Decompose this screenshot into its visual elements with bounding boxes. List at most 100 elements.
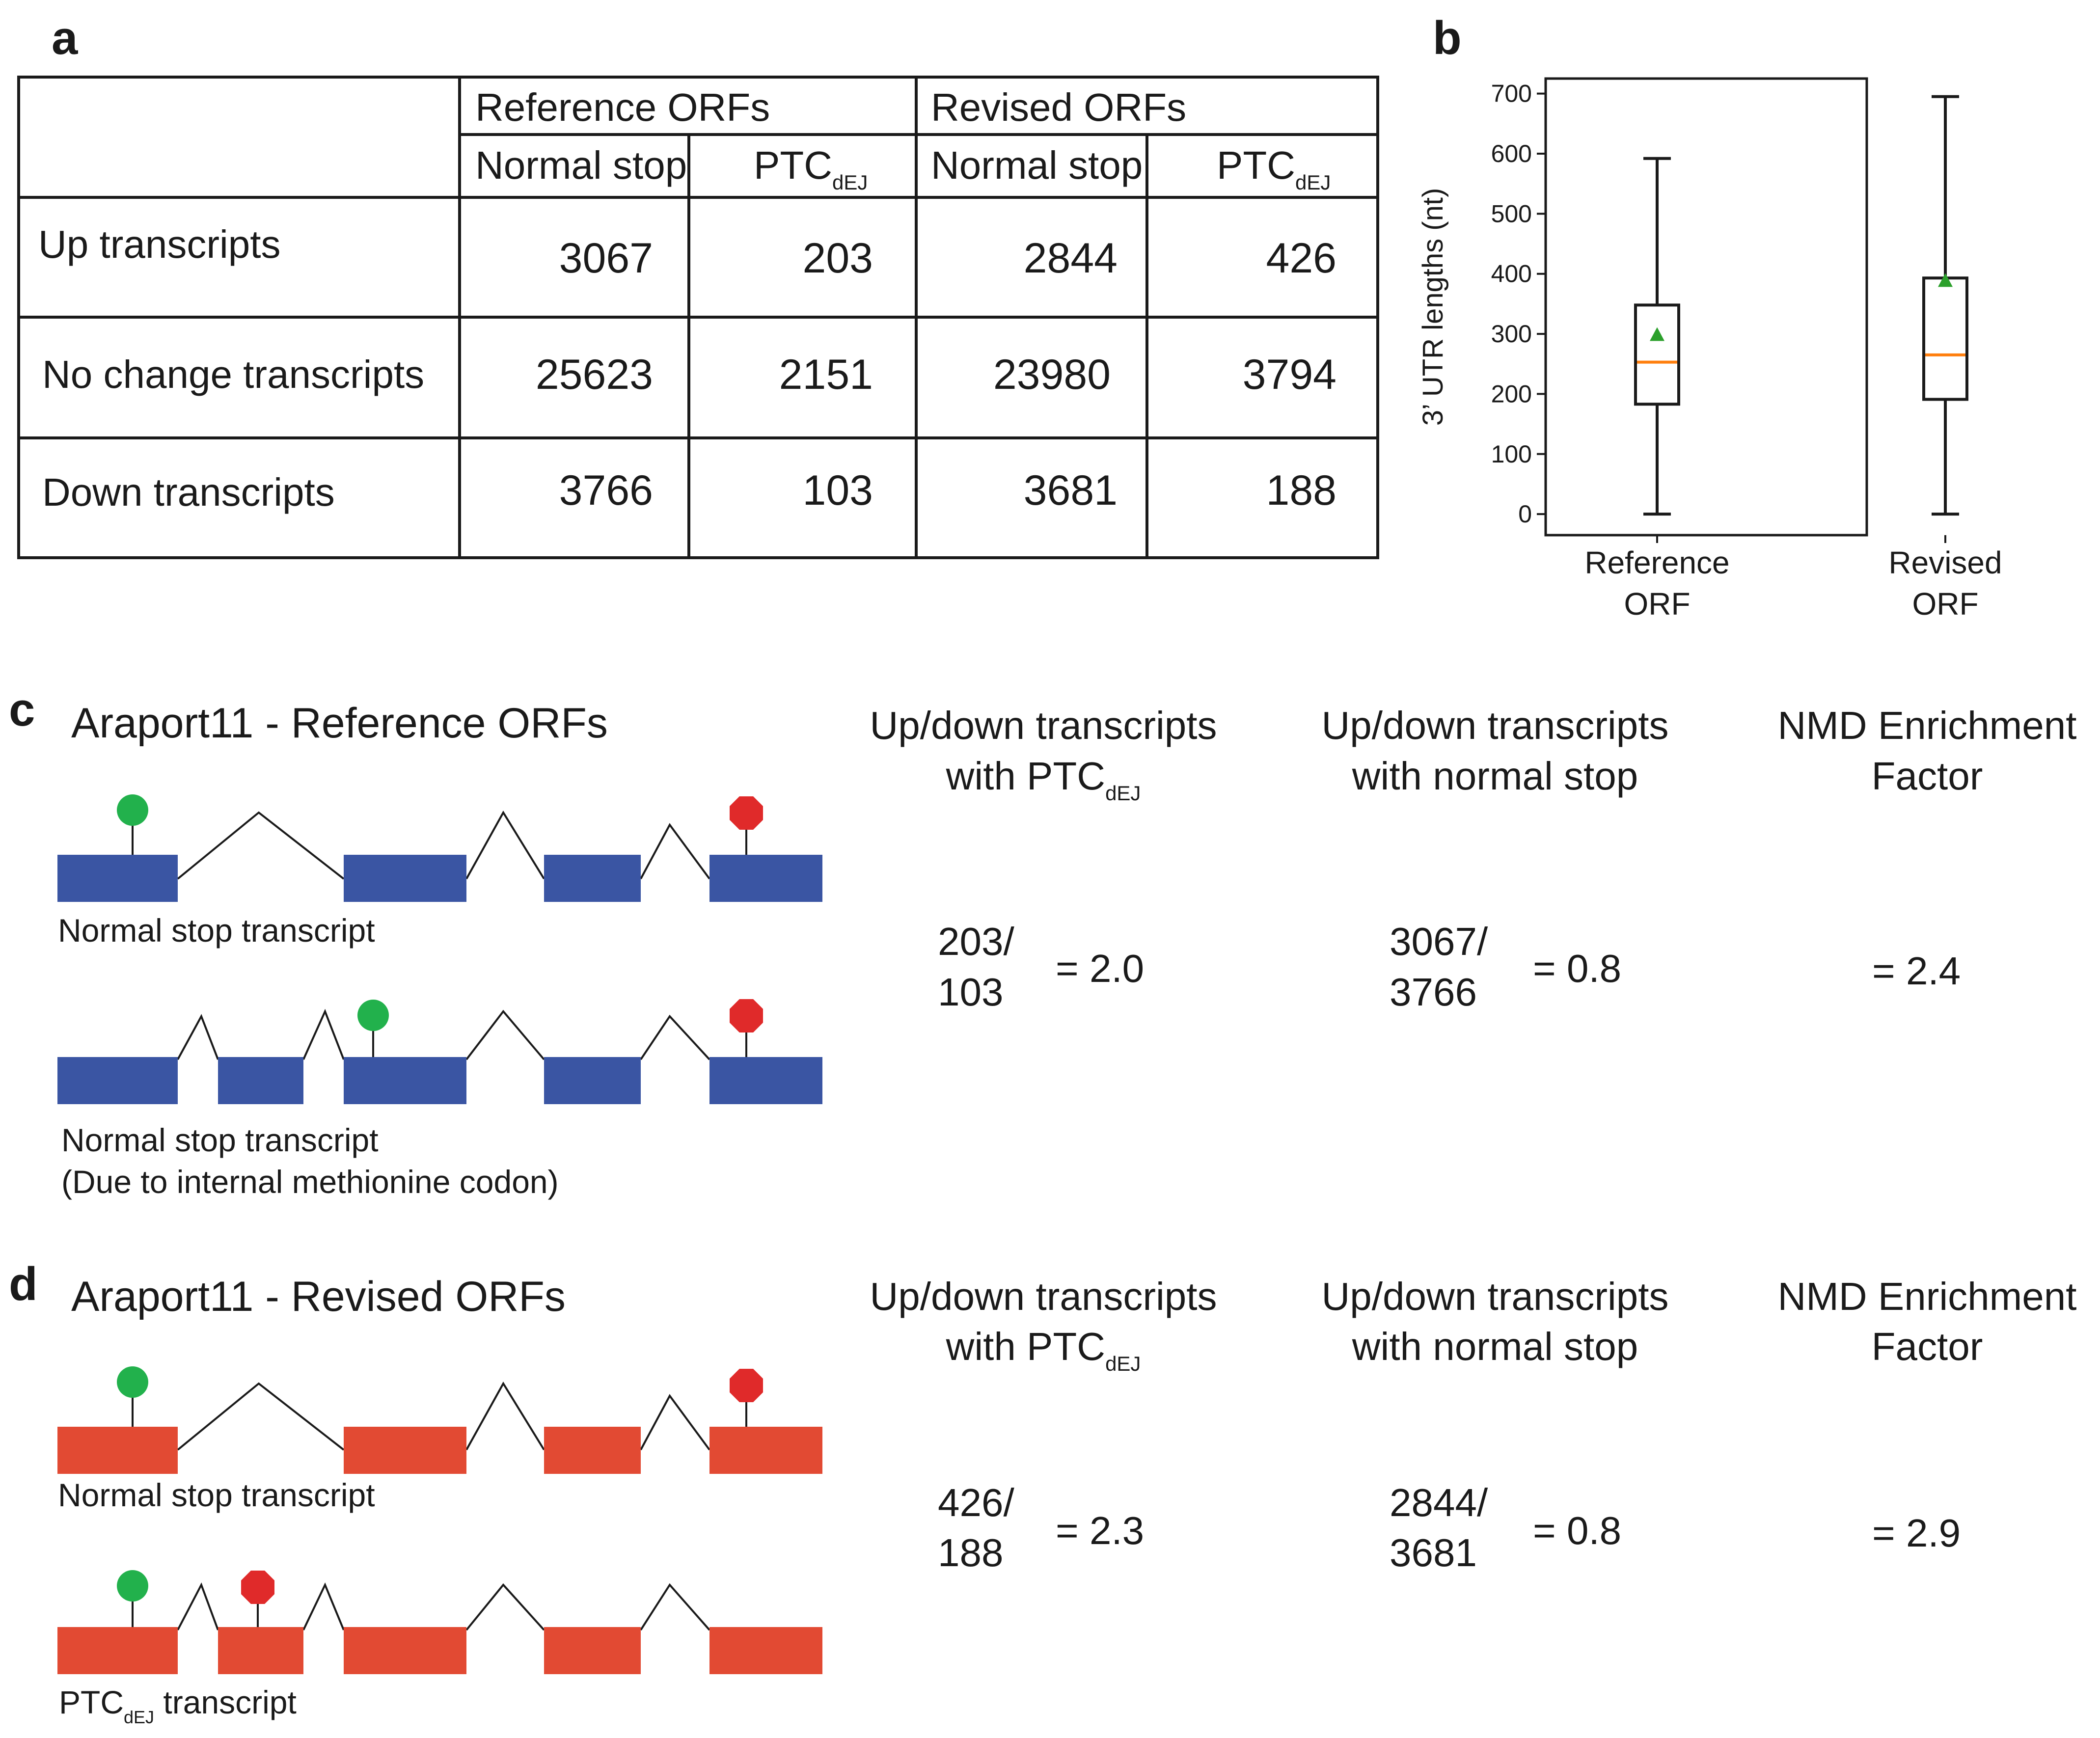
y-tick-label: 700 (1491, 80, 1532, 108)
y-tick-label: 0 (1518, 500, 1532, 528)
col-header-normal: with normal stop (1352, 1325, 1638, 1368)
cell-nochange-rev-normal: 23980 (993, 351, 1111, 398)
cell-nochange-ref-normal: 25623 (536, 351, 653, 398)
panel-c-letter: c (9, 683, 35, 736)
row-label-down: Down transcripts (42, 470, 335, 514)
header-revised-orfs: Revised ORFs (931, 85, 1186, 129)
header-reference-orfs: Reference ORFs (475, 85, 770, 129)
start-codon-lollipop-icon (117, 1366, 148, 1427)
transcript-label: Normal stop transcript (61, 1122, 379, 1158)
col-header-normal: with normal stop (1352, 754, 1638, 798)
cell-nochange-rev-ptc: 3794 (1243, 351, 1336, 398)
revised-normal-stop-transcript (57, 1366, 822, 1474)
transcript-label: Normal stop transcript (58, 1477, 375, 1513)
panel-c: c Araport11 - Reference ORFs Normal stop… (9, 683, 2077, 1200)
row-label-up: Up transcripts (38, 222, 280, 266)
cell-nochange-ref-ptc: 2151 (779, 351, 873, 398)
exon-block (344, 1057, 466, 1104)
col-header-enrichment: Factor (1872, 1325, 1983, 1368)
reference-normal-stop-transcript (57, 794, 822, 902)
plot-frame (1544, 77, 1868, 537)
cell-up-rev-normal: 2844 (1024, 235, 1118, 282)
col-header-normal: Up/down transcripts (1322, 1275, 1669, 1318)
exon-block (709, 1427, 822, 1474)
ratio-denominator: 103 (938, 970, 1003, 1014)
exon-block (57, 1627, 178, 1674)
col-header-ptc: with PTCdEJ (946, 754, 1141, 805)
cell-down-rev-ptc: 188 (1266, 467, 1337, 514)
stop-codon-octagon-icon (730, 999, 763, 1057)
panel-b-letter: b (1433, 12, 1462, 64)
cell-up-ref-ptc: 203 (803, 235, 873, 282)
ratio-result: = 2.0 (1056, 947, 1144, 990)
x-tick-label: Reference (1584, 545, 1729, 580)
ratio-numerator: 203/ (938, 920, 1014, 963)
transcript-label: PTCdEJ transcript (59, 1684, 297, 1727)
exon-block (344, 1627, 466, 1674)
revised-ptc-transcript (57, 1570, 822, 1674)
exon-block (57, 1427, 178, 1474)
exon-block (344, 855, 466, 902)
transcript-label: Normal stop transcript (58, 912, 375, 949)
y-tick-label: 400 (1491, 260, 1532, 288)
subheader-ref-ptc: PTCdEJ (754, 143, 868, 194)
reference-internal-methionine-transcript (57, 999, 822, 1104)
y-tick-label: 500 (1491, 200, 1532, 227)
y-tick-label: 200 (1491, 380, 1532, 407)
panel-d-letter: d (9, 1258, 38, 1310)
panel-a-letter: a (52, 12, 78, 64)
box-iqr (1634, 303, 1680, 406)
cell-down-ref-ptc: 103 (803, 467, 873, 514)
cell-up-ref-normal: 3067 (559, 235, 653, 282)
x-tick-label: Revised (1888, 545, 2002, 580)
start-codon-lollipop-icon (117, 1570, 148, 1627)
ratio-denominator: 3681 (1390, 1531, 1477, 1575)
col-header-enrichment: NMD Enrichment (1777, 704, 2076, 747)
col-header-ptc: Up/down transcripts (870, 1275, 1217, 1318)
ratio-numerator: 3067/ (1390, 920, 1488, 963)
enrichment-factor: = 2.4 (1872, 949, 1961, 993)
col-header-enrichment: NMD Enrichment (1777, 1275, 2076, 1318)
exon-block (709, 1627, 822, 1674)
col-header-enrichment: Factor (1872, 754, 1983, 798)
stop-codon-octagon-icon (241, 1571, 274, 1627)
col-header-ptc: with PTCdEJ (946, 1325, 1141, 1375)
cell-down-rev-normal: 3681 (1024, 467, 1118, 514)
start-codon-lollipop-icon (357, 1000, 389, 1057)
subheader-rev-normal-stop: Normal stop (931, 143, 1143, 187)
table-grid (17, 76, 1379, 559)
enrichment-factor: = 2.9 (1872, 1511, 1961, 1555)
mean-marker (1650, 327, 1664, 341)
ratio-result: = 2.3 (1056, 1509, 1144, 1552)
y-axis-label: 3’ UTR lengths (nt) (1417, 188, 1449, 426)
ratio-denominator: 3766 (1390, 970, 1477, 1014)
exon-block (57, 1057, 178, 1104)
panel-a: a Reference ORFs Revised ORFs Normal sto… (17, 12, 1379, 559)
col-header-normal: Up/down transcripts (1322, 704, 1669, 747)
transcript-label-note: (Due to internal methionine codon) (61, 1164, 559, 1200)
subheader-ref-normal-stop: Normal stop (475, 143, 687, 187)
y-tick-label: 300 (1491, 320, 1532, 348)
stop-codon-octagon-icon (730, 1369, 763, 1427)
exon-block (218, 1627, 303, 1674)
exon-block (709, 1057, 822, 1104)
ratio-result: = 0.8 (1533, 1509, 1621, 1552)
cell-down-ref-normal: 3766 (559, 467, 653, 514)
ratio-numerator: 2844/ (1390, 1481, 1488, 1524)
col-header-ptc: Up/down transcripts (870, 704, 1217, 747)
exon-block (709, 855, 822, 902)
exon-block (544, 855, 641, 902)
x-tick-label: ORF (1912, 586, 1978, 622)
mean-marker (1938, 273, 1953, 287)
subheader-rev-ptc: PTCdEJ (1217, 143, 1331, 194)
panel-d-title: Araport11 - Revised ORFs (71, 1273, 566, 1320)
row-label-no-change: No change transcripts (42, 353, 424, 396)
panel-d: d Araport11 - Revised ORFs Normal stop t… (9, 1258, 2077, 1727)
ratio-numerator: 426/ (938, 1481, 1014, 1524)
